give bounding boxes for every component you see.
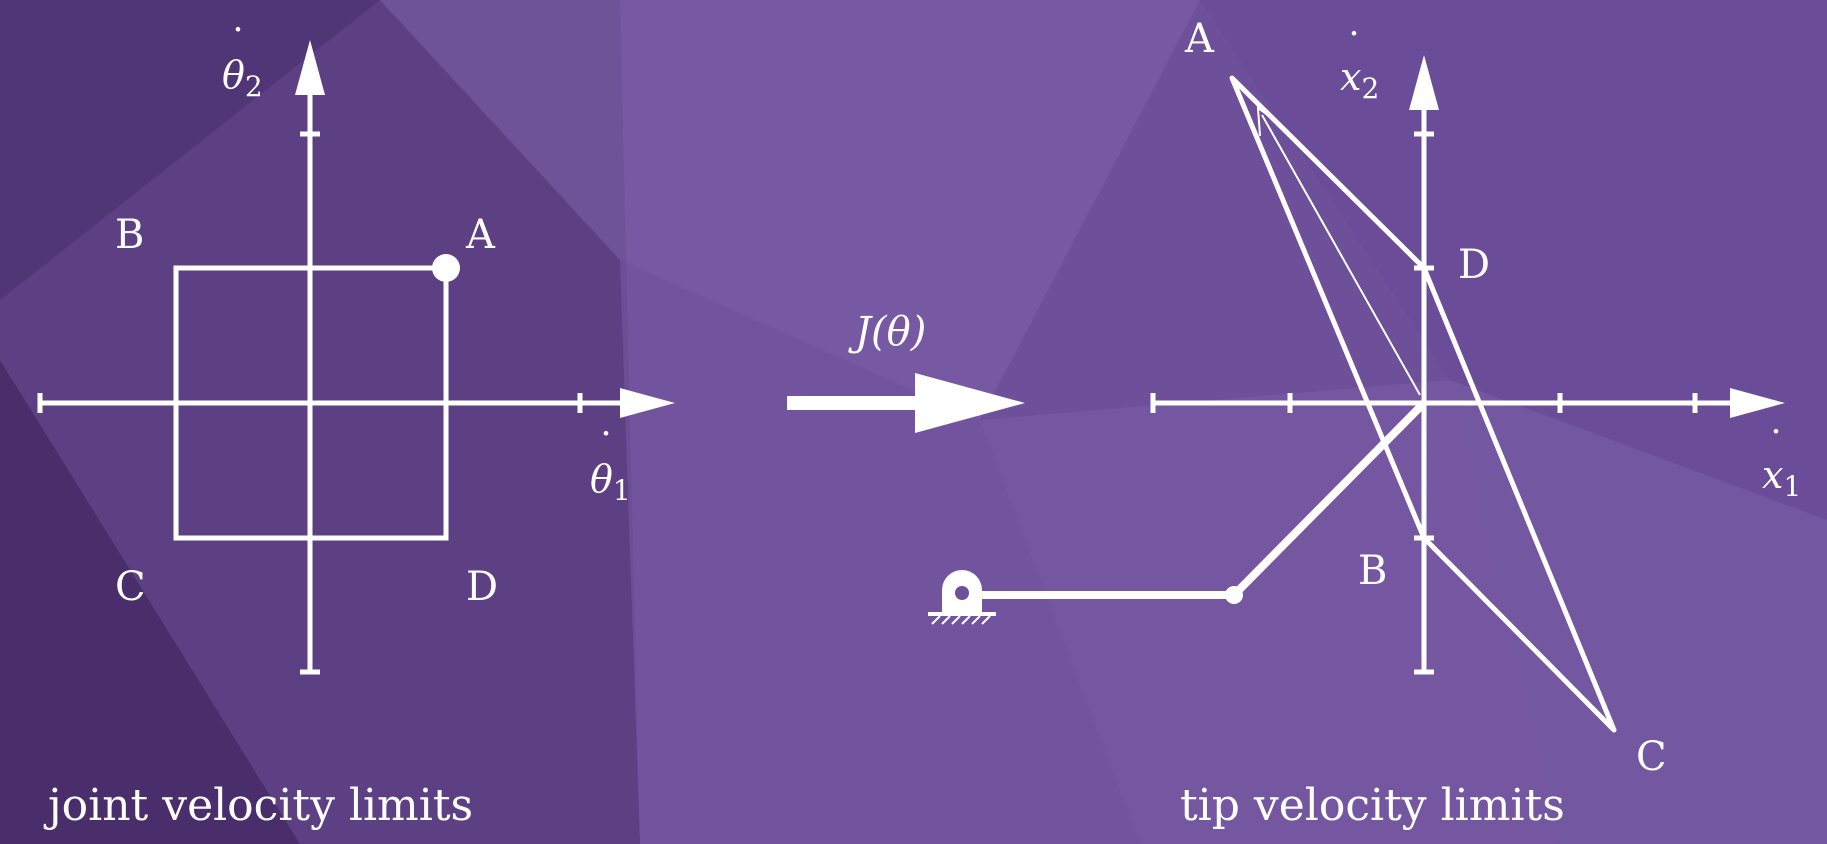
robot-arm-elbow-joint <box>1225 586 1243 604</box>
mapping-arrow-head <box>915 373 1025 433</box>
tip-velocity-plot <box>1150 55 1785 733</box>
tip-velocity-parallelogram <box>1229 75 1617 733</box>
robot-arm <box>928 400 1427 625</box>
label-corner-a-left: A <box>465 212 496 258</box>
robot-arm-base-pin <box>955 586 969 600</box>
label-corner-b-right: B <box>1358 548 1387 594</box>
x2-axis-arrowhead <box>1409 55 1439 110</box>
velocity-vector-head <box>1256 105 1281 137</box>
label-corner-b-left: B <box>115 212 144 258</box>
label-corner-c-right: C <box>1636 734 1667 780</box>
velocity-vector <box>1261 114 1421 396</box>
left-caption: joint velocity limits <box>43 780 473 831</box>
corner-a-marker <box>432 254 460 282</box>
theta1-axis-arrowhead <box>620 388 675 418</box>
x2-axis-label: x2 <box>1340 55 1379 105</box>
label-corner-d-left: D <box>466 564 498 610</box>
x1-axis-arrowhead <box>1730 388 1785 418</box>
x2-axis-dot: ˙ <box>1344 26 1364 72</box>
x1-axis-label: x1 <box>1762 453 1801 503</box>
mapping-arrow-shaft <box>787 396 927 410</box>
jacobian-label: J(θ) <box>848 309 926 355</box>
theta2-axis-arrowhead <box>295 40 325 95</box>
robot-arm-link-2 <box>1231 400 1427 598</box>
x1-axis-dot: ˙ <box>1766 424 1786 470</box>
label-corner-a-right: A <box>1184 16 1215 62</box>
label-corner-d-right: D <box>1458 242 1490 288</box>
theta1-axis-dot: ˙ <box>596 426 616 472</box>
theta1-axis-label: θ1 <box>590 457 631 507</box>
joint-velocity-plot <box>37 40 675 675</box>
theta2-axis-label: θ2 <box>222 53 263 103</box>
label-corner-c-left: C <box>115 564 146 610</box>
right-caption: tip velocity limits <box>1180 780 1565 831</box>
theta2-axis-dot: ˙ <box>228 22 248 68</box>
jacobian-mapping <box>787 373 1025 433</box>
robot-arm-ground-hatch <box>931 615 991 625</box>
joint-limit-box <box>173 265 449 541</box>
